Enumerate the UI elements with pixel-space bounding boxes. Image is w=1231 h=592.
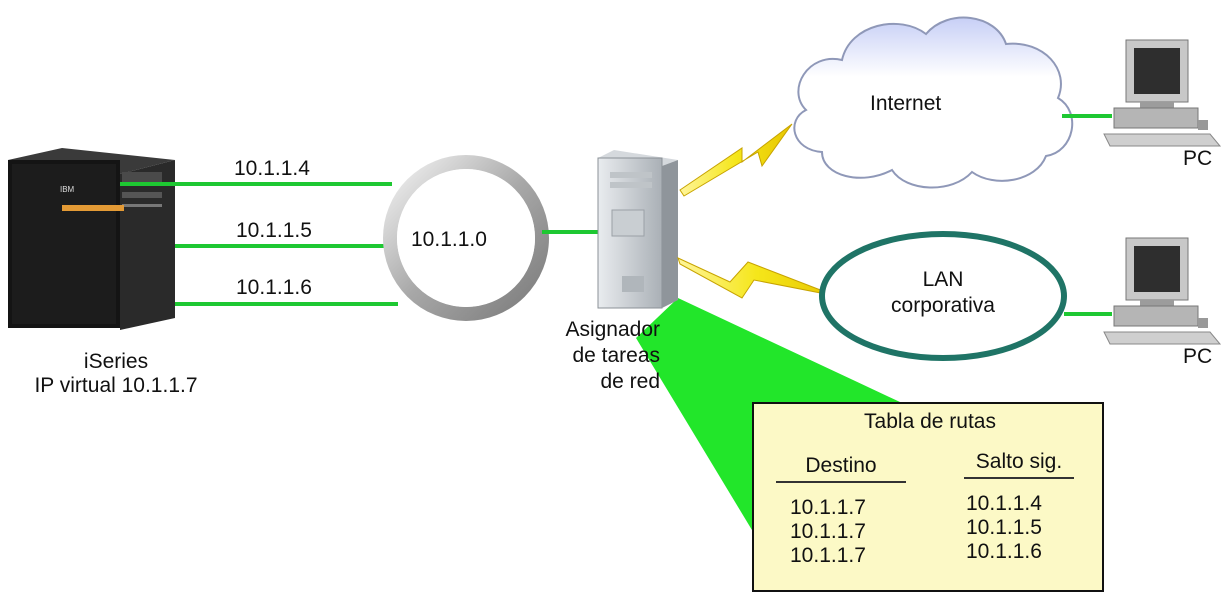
network-ring: [383, 155, 549, 321]
table-cell-destination: 10.1.1.7: [790, 544, 866, 567]
dispatcher-label: Asignador: [565, 318, 660, 341]
internet-cloud-icon: [793, 16, 1074, 189]
lan-label: LAN: [922, 268, 964, 291]
table-cell-destination: 10.1.1.7: [790, 520, 866, 543]
table-cell-next-hop: 10.1.1.5: [966, 516, 1042, 539]
lan-ellipse: [819, 231, 1067, 361]
table-cell-next-hop: 10.1.1.6: [966, 540, 1042, 563]
table-cell-destination: 10.1.1.7: [790, 496, 866, 519]
lightning-bolt-icon: [677, 257, 837, 299]
routing-beam: [636, 298, 900, 540]
iseries-server-icon: IBM: [8, 148, 175, 330]
network-ring-label: 10.1.1.0: [411, 228, 487, 251]
dispatcher-label: de tareas: [572, 344, 660, 367]
pc-computer-icon: [1103, 39, 1222, 147]
dispatcher-label: de red: [600, 370, 660, 393]
internet-label: Internet: [870, 92, 942, 115]
next-hop-column-header: Salto sig.: [964, 450, 1074, 479]
link-ip-label: 10.1.1.5: [236, 219, 312, 242]
pc-computer-icon: [1103, 237, 1222, 345]
routing-table-title: Tabla de rutas: [864, 410, 996, 433]
pc-label: PC: [1183, 147, 1213, 170]
dispatcher-tower-icon: [597, 150, 678, 309]
pc-label: PC: [1183, 345, 1213, 368]
link-ip-label: 10.1.1.6: [236, 276, 312, 299]
lan-label: corporativa: [891, 294, 995, 317]
server-name-label: iSeries: [83, 350, 149, 373]
table-cell-next-hop: 10.1.1.4: [966, 492, 1042, 515]
lightning-bolt-icon: [679, 123, 793, 197]
routing-table: Tabla de rutas Destino Salto sig. 10.1.1…: [752, 402, 1104, 592]
destination-column-header: Destino: [776, 454, 906, 483]
svg-text:IBM: IBM: [60, 185, 75, 194]
server-virtual-ip-label: IP virtual 10.1.1.7: [34, 374, 198, 397]
link-ip-label: 10.1.1.4: [234, 157, 310, 180]
